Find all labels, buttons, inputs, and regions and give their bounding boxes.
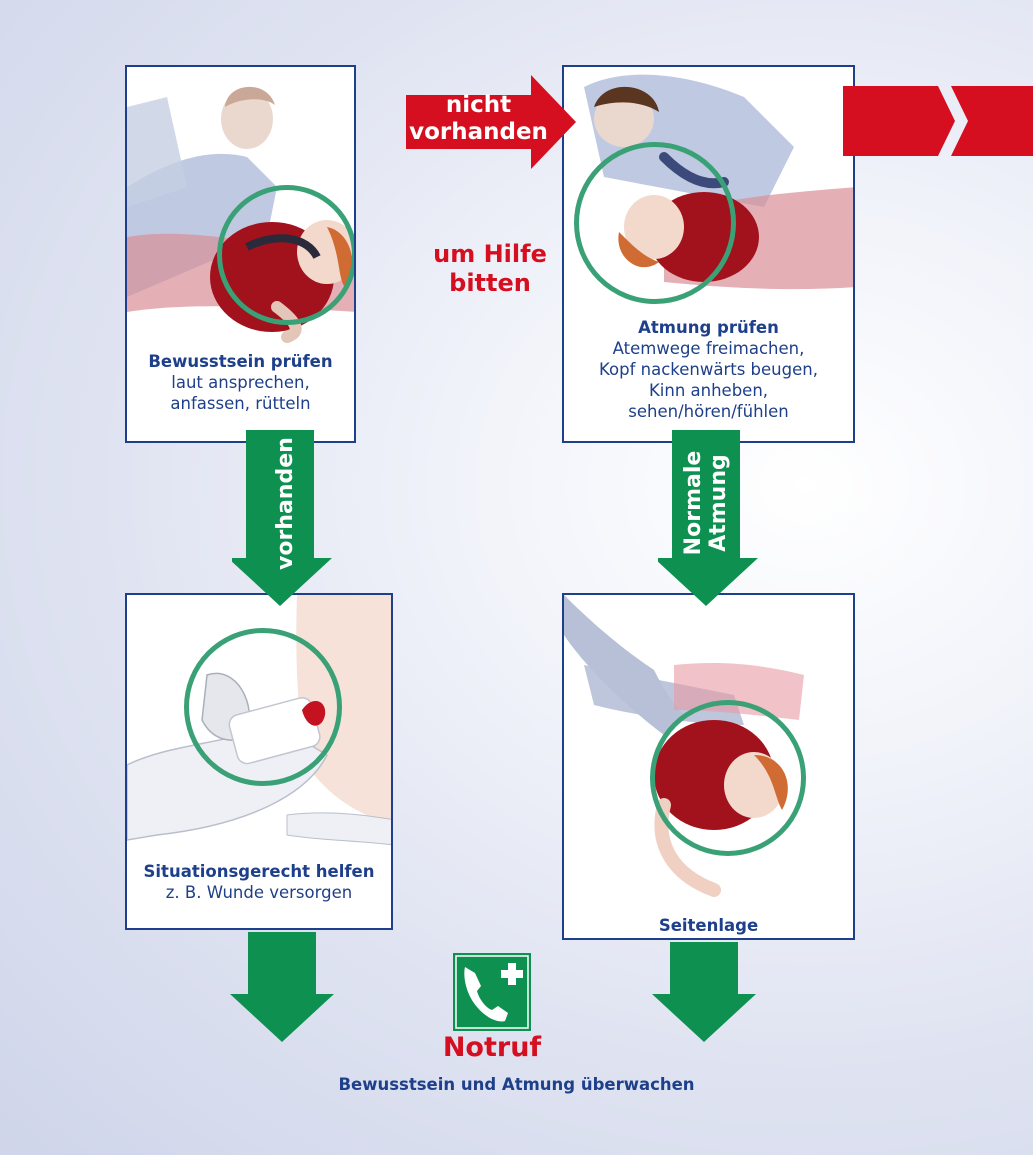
panel-title: Bewusstsein prüfen <box>148 352 333 371</box>
description-line: Atemwege freimachen, <box>612 339 805 358</box>
highlight-ring <box>217 185 354 325</box>
arrow-normal-breathing <box>658 430 758 606</box>
panel-recovery-position: Seitenlage <box>562 593 855 940</box>
panel-description: z. B. Wunde versorgen <box>165 883 353 902</box>
text-line: bitten <box>449 269 531 297</box>
label-line: Atmung <box>706 454 731 552</box>
label-line: nicht <box>445 92 512 118</box>
label-normal-breathing: Normale Atmung <box>681 443 731 563</box>
panel-title: Atmung prüfen <box>638 318 779 337</box>
arrow-monitor-left <box>230 932 334 1042</box>
panel-title: Seitenlage <box>658 916 759 935</box>
panel-title: Situationsgerecht helfen <box>127 861 391 882</box>
emergency-call-label: Notruf <box>442 1032 542 1063</box>
text-line: um Hilfe <box>433 240 547 268</box>
label-line: vorhanden <box>273 437 298 570</box>
caption-check-breathing: Atmung prüfen Atemwege freimachen, Kopf … <box>564 317 853 422</box>
label-line: vorhanden <box>409 119 548 145</box>
caption-recovery-position: Seitenlage <box>564 915 853 936</box>
title-line: Situationsgerecht <box>143 862 311 881</box>
continue-chevron-arrow <box>843 86 1033 156</box>
caption-check-consciousness: Bewusstsein prüfen laut ansprechen, anfa… <box>127 351 354 414</box>
footer-monitor-text: Bewusstsein und Atmung überwachen <box>338 1075 695 1094</box>
label-line: Normale <box>681 450 706 556</box>
arrow-monitor-right <box>652 942 756 1042</box>
panel-situational-help: Situationsgerecht helfen z. B. Wunde ver… <box>125 593 393 930</box>
phone-plus-icon <box>453 953 531 1031</box>
arrow-not-present <box>406 75 576 169</box>
label-not-present: nicht vorhanden <box>406 92 551 146</box>
panel-description: Atemwege freimachen, Kopf nackenwärts be… <box>564 338 853 422</box>
description-line: Kinn anheben, <box>648 381 769 400</box>
description-line: Kopf nackenwärts beugen, <box>599 360 818 379</box>
arrow-present <box>232 430 332 606</box>
highlight-ring <box>574 142 736 304</box>
title-line: helfen <box>315 862 375 881</box>
description-line: sehen/hören/fühlen <box>628 402 789 421</box>
label-present: vorhanden <box>273 437 303 570</box>
description-line: anfassen, rütteln <box>170 394 311 413</box>
highlight-ring <box>184 628 342 786</box>
ask-for-help-text: um Hilfe bitten <box>425 240 555 298</box>
highlight-ring <box>650 700 806 856</box>
panel-check-consciousness: Bewusstsein prüfen laut ansprechen, anfa… <box>125 65 356 443</box>
panel-check-breathing: Atmung prüfen Atemwege freimachen, Kopf … <box>562 65 855 443</box>
caption-situational-help: Situationsgerecht helfen z. B. Wunde ver… <box>127 861 391 903</box>
panel-description: laut ansprechen, anfassen, rütteln <box>127 372 354 414</box>
description-line: laut ansprechen, <box>171 373 310 392</box>
